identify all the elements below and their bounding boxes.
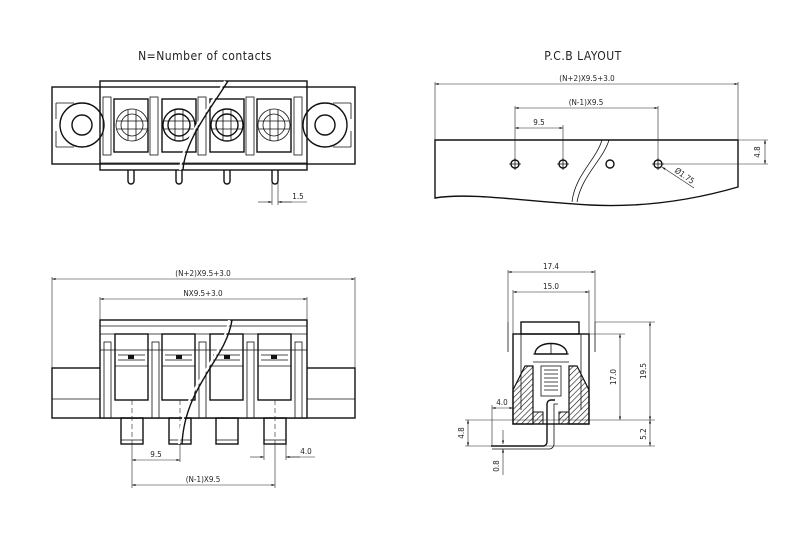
title-pcb-layout: P.C.B LAYOUT	[544, 49, 622, 63]
pcb-dim-overall: (N+2)X9.5+3.0	[559, 74, 615, 83]
screw-terminal-3	[209, 98, 245, 153]
screw-terminal-1	[113, 98, 149, 153]
right-mount-hole	[302, 102, 352, 148]
pins	[127, 170, 279, 185]
pcb-dim-edge: 4.8	[753, 146, 762, 158]
side-dim-inner-width: 15.0	[543, 282, 559, 291]
side-view: 17.4 15.0 17.0 19.5 5.2 4.0 4.8 0.8	[457, 262, 655, 475]
dim-text-1-5: 1.5	[292, 192, 303, 201]
pcb-dim-span: (N-1)X9.5	[569, 98, 604, 107]
side-dim-total-height: 19.5	[639, 363, 648, 379]
screw-terminals	[113, 98, 292, 153]
side-dim-pin-offset: 4.0	[496, 398, 508, 407]
pcb-dim-pitch: 9.5	[533, 118, 544, 127]
top-view: 1.5	[51, 80, 356, 205]
front-dim-span: (N-1)X9.5	[186, 475, 221, 484]
front-dim-body: NX9.5+3.0	[183, 289, 223, 298]
barriers	[102, 96, 303, 156]
front-dim-pin-width: 4.0	[300, 447, 312, 456]
side-dim-pin-height: 4.8	[457, 427, 466, 439]
pcb-layout: (N+2)X9.5+3.0 (N-1)X9.5 9.5 4.8 Ø1.75	[434, 74, 768, 207]
front-barriers	[103, 341, 303, 419]
screw-terminal-4	[256, 98, 292, 153]
front-view: (N+2)X9.5+3.0 NX9.5+3.0 9.5 (N-1)X9.5 4.…	[51, 269, 356, 488]
pcb-dim-hole-diameter: Ø1.75	[673, 165, 697, 186]
side-dim-body-height: 17.0	[609, 369, 618, 385]
front-dim-overall: (N+2)X9.5+3.0	[175, 269, 231, 278]
title-number-of-contacts: N=Number of contacts	[138, 49, 272, 63]
left-mount-hole	[55, 102, 105, 148]
front-dim-pitch: 9.5	[150, 450, 161, 459]
side-dim-pin-below: 5.2	[639, 428, 648, 439]
screw-terminal-2	[161, 98, 197, 153]
dim-pin-width: 1.5	[258, 183, 307, 205]
side-dim-outer-width: 17.4	[543, 262, 559, 271]
front-pins	[120, 417, 287, 445]
side-dim-pin-thickness: 0.8	[492, 460, 501, 472]
